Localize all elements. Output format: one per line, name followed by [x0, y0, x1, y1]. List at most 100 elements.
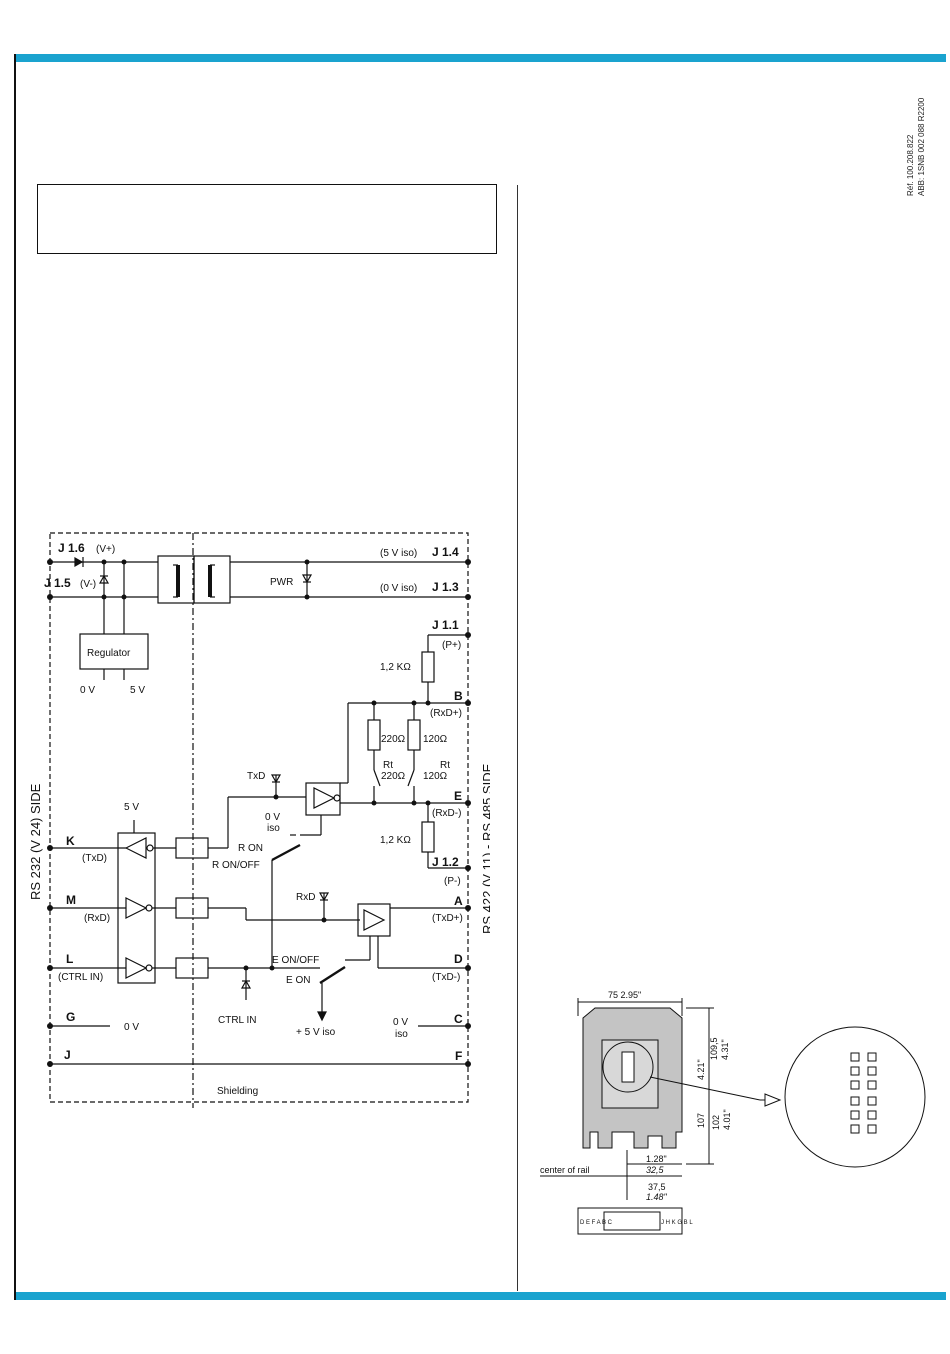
reference-number: Réf. 100.208.822	[906, 134, 915, 196]
terminal-e-note: (RxD-)	[432, 808, 461, 819]
resistor-220	[367, 719, 381, 751]
driver-l	[125, 957, 148, 979]
resistor-1k2-bottom-label: 1,2 KΩ	[380, 835, 411, 846]
driver-k	[124, 837, 147, 859]
top-accent-band	[14, 54, 946, 62]
strip-right-letters: J H K G B L	[661, 1220, 693, 1226]
terminal-a-note: (TxD+)	[432, 913, 463, 924]
resistor-220-label: 220Ω	[381, 734, 406, 745]
rt220-label-b: 220Ω	[381, 771, 406, 782]
terminal-a: A	[454, 894, 463, 908]
rs485-transmitter-triangle	[363, 909, 386, 931]
zener-diode	[98, 574, 110, 584]
dim-375: 37,5	[648, 1182, 666, 1192]
rs485-side-label: RS 422 (V 11) - RS 485 SIDE	[480, 763, 490, 934]
plus-5v-iso-label: + 5 V iso	[296, 1027, 336, 1038]
rt120-label-b: 120Ω	[423, 771, 448, 782]
shielding-label: Shielding	[217, 1086, 258, 1097]
optocoupler-k	[175, 837, 209, 859]
r-onoff-label: R ON/OFF	[212, 860, 260, 871]
terminal-e: E	[454, 789, 462, 803]
optocoupler-m	[175, 897, 209, 919]
pwr-led	[301, 574, 313, 584]
dim-107-a: 107	[696, 1113, 706, 1128]
terminal-k: K	[66, 834, 75, 848]
r-on-label: R ON	[238, 843, 263, 854]
resistor-1k2-top-label: 1,2 KΩ	[380, 662, 411, 673]
rxd-led	[318, 892, 330, 902]
terminal-j13-note: (0 V iso)	[380, 583, 417, 594]
terminal-b-note: (RxD+)	[430, 708, 462, 719]
e-onoff-label: E ON/OFF	[272, 955, 319, 966]
rs485-receiver-block	[305, 782, 341, 816]
rs485-transmitter-block	[357, 903, 391, 937]
five-v-top-label: 5 V	[124, 802, 139, 813]
regulator-block	[79, 633, 149, 670]
g-zero-v-label: 0 V	[124, 1022, 139, 1033]
dim-1095-b: 4.31"	[720, 1039, 730, 1060]
e-on-switch	[319, 965, 346, 985]
terminal-j15: J 1.5	[44, 576, 71, 590]
optocoupler-l	[175, 957, 209, 979]
left-border-line	[14, 54, 16, 1300]
terminal-j15-note: (V-)	[80, 579, 96, 590]
dim-325: 32,5	[646, 1165, 665, 1175]
terminal-m: M	[66, 893, 76, 907]
txd-led-label: TxD	[247, 771, 265, 782]
terminal-j16: J 1.6	[58, 541, 85, 555]
five-v-label: 5 V	[130, 685, 145, 696]
terminal-c: C	[454, 1012, 463, 1026]
ctrl-in-led	[240, 979, 252, 989]
zero-v-iso-a: 0 V	[265, 812, 280, 823]
detail-circle-large	[784, 1026, 926, 1168]
strip-left-letters: D E F A B C	[580, 1220, 613, 1226]
terminal-j11: J 1.1	[432, 618, 459, 632]
connector-window	[621, 1051, 635, 1083]
abb-reference: ABB: 1SNB 002 088 R2200	[917, 97, 926, 196]
rs232-side-label: RS 232 (V 24) SIDE	[28, 783, 43, 900]
terminal-j16-note: (V+)	[96, 544, 115, 555]
terminal-j: J	[64, 1048, 71, 1062]
terminal-j12-note: (P-)	[444, 876, 461, 887]
rxd-led-label: RxD	[296, 892, 315, 903]
r-on-switch	[271, 843, 301, 862]
terminal-j13: J 1.3	[432, 580, 459, 594]
terminal-d-note: (TxD-)	[432, 972, 460, 983]
terminal-j14-note: (5 V iso)	[380, 548, 417, 559]
input-diode	[74, 556, 84, 568]
rs485-receiver-triangle	[313, 787, 336, 809]
reference-block: Réf. 100.208.822 ABB: 1SNB 002 088 R2200	[905, 66, 945, 196]
resistor-1k2-top	[421, 651, 435, 683]
resistor-120	[407, 719, 421, 751]
terminal-l-note: (CTRL IN)	[58, 972, 103, 983]
detail-circle-small	[602, 1041, 654, 1093]
dim-width-top: 75 2.95"	[608, 990, 641, 1000]
regulator-label: Regulator	[87, 648, 131, 659]
resistor-120-label: 120Ω	[423, 734, 448, 745]
terminal-l: L	[66, 952, 73, 966]
e-on-label: E ON	[286, 975, 310, 986]
c-zero-v-a: 0 V	[393, 1017, 408, 1028]
rt220-label-a: Rt	[383, 760, 393, 771]
bottom-accent-band	[14, 1292, 946, 1300]
transformer-secondary	[193, 555, 231, 604]
connector-pins	[850, 1052, 877, 1134]
resistor-1k2-bottom	[421, 821, 435, 853]
dim-1095-a: 109,5	[709, 1037, 719, 1060]
ctrl-in-label: CTRL IN	[218, 1015, 257, 1026]
terminal-f: F	[455, 1049, 462, 1063]
zero-v-label: 0 V	[80, 685, 95, 696]
dim-128: 1.28"	[646, 1154, 667, 1164]
dim-107-b: 4.21"	[696, 1059, 706, 1080]
terminal-j14: J 1.4	[432, 545, 459, 559]
zero-v-iso-b: iso	[267, 823, 280, 834]
terminal-k-note: (TxD)	[82, 853, 107, 864]
terminal-g: G	[66, 1010, 75, 1024]
dim-102-a: 102	[711, 1115, 721, 1130]
rt120-label-a: Rt	[440, 760, 450, 771]
c-zero-v-b: iso	[395, 1029, 408, 1040]
interface-schematic: J 1.6 (V+) J 1.5 (V-) Regulator 0 V 5 V …	[28, 532, 490, 1108]
center-of-rail-label: center of rail	[540, 1165, 590, 1175]
terminal-m-note: (RxD)	[84, 913, 110, 924]
schematic-frame	[49, 532, 469, 1103]
